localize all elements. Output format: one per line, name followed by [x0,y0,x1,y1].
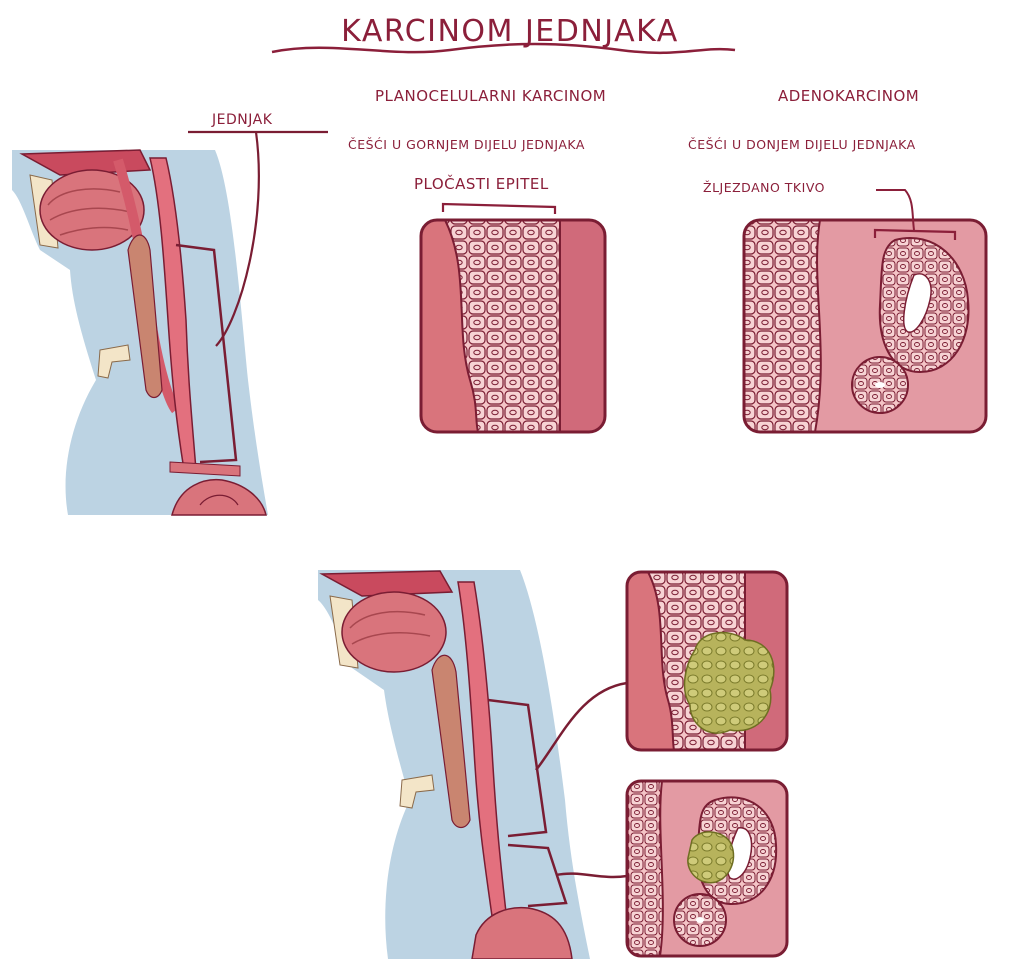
squamous-tumor-panel [627,572,787,750]
glandular-tissue-panel [744,220,986,432]
glandular-tumor-panel [627,781,787,956]
squamous-epithelium-panel [421,220,605,432]
squamous-epithelium-bracket [443,204,555,214]
title-underline [272,44,735,53]
head-neck-anatomy-bottom [318,570,590,959]
